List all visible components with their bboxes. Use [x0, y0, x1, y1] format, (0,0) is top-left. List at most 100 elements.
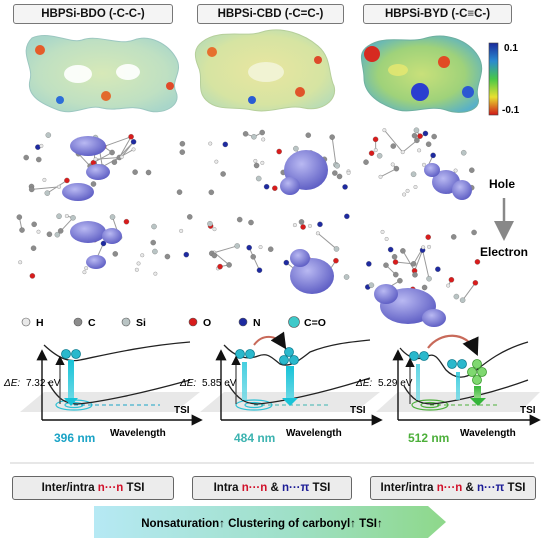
header-byd: HBPSi-BYD (-C≡C-) — [363, 4, 512, 24]
atom — [368, 150, 375, 156]
atom — [109, 214, 116, 220]
legend-label: H — [36, 317, 44, 329]
atom — [176, 189, 183, 195]
legend-label: Si — [136, 317, 146, 329]
footer-suffix: TSI — [123, 482, 145, 494]
esp-scale-max: 0.1 — [504, 43, 518, 54]
atom — [93, 157, 98, 162]
atom — [300, 224, 306, 230]
footer-nn: n···n — [241, 482, 268, 494]
atom — [425, 234, 431, 240]
atom — [151, 223, 157, 230]
atom — [128, 133, 134, 140]
atom — [164, 253, 171, 260]
atom — [246, 244, 252, 251]
atom — [16, 214, 23, 220]
esp-surface-cbd — [194, 29, 336, 112]
atom — [31, 221, 37, 228]
atom — [446, 283, 451, 288]
energy-diagram-cbd — [200, 331, 383, 426]
energy-diagram-byd — [376, 334, 541, 426]
wavelength-axis-bdo: Wavelength — [110, 428, 166, 439]
atom — [150, 239, 156, 246]
atom — [208, 189, 215, 196]
legend-swatch-c — [73, 317, 83, 327]
atom — [267, 246, 274, 252]
bond — [331, 137, 337, 165]
atom — [315, 231, 320, 236]
wavelength-value-byd: 512 nm — [408, 431, 449, 445]
atom — [140, 253, 145, 258]
atom — [261, 137, 266, 142]
footer-prefix: Inter/intra — [380, 482, 437, 494]
atom — [333, 246, 340, 252]
bond — [414, 249, 424, 271]
atom — [112, 251, 119, 257]
atom — [422, 130, 429, 137]
footer-prefix: Inter/intra — [41, 482, 98, 494]
atom — [109, 149, 115, 156]
atom — [366, 261, 372, 267]
legend-swatch-o — [188, 317, 198, 327]
atom — [23, 154, 29, 161]
tsi-axis-cbd: TSI — [350, 405, 366, 416]
atom — [390, 162, 395, 167]
hole-orbital-cbd — [280, 150, 328, 195]
atom — [259, 129, 265, 136]
atom — [448, 277, 455, 283]
atom — [30, 245, 37, 251]
wavelength-value-cbd: 484 nm — [234, 431, 275, 445]
atom — [344, 213, 350, 220]
atom — [460, 149, 467, 156]
atom — [368, 282, 375, 288]
atom — [212, 227, 217, 232]
atom — [383, 262, 389, 268]
footer-npi: n···π — [477, 482, 505, 494]
atom — [220, 171, 226, 177]
atom — [82, 270, 87, 275]
footer-suffix: TSI — [309, 482, 331, 494]
atom — [214, 159, 219, 164]
legend-swatch-h — [21, 317, 31, 327]
atom — [293, 145, 299, 152]
atom — [292, 223, 297, 228]
atom — [119, 154, 124, 159]
bond — [402, 250, 416, 272]
atom — [397, 277, 403, 284]
delta-e-bdo: ΔE: 7.32 eV — [3, 378, 61, 389]
legend-label: O — [203, 317, 211, 329]
tsi-axis-byd: TSI — [520, 405, 536, 416]
header-bdo: HBPSi-BDO (-C-C-) — [13, 4, 173, 24]
atom — [329, 134, 335, 140]
atom — [422, 162, 426, 167]
atom — [263, 183, 270, 190]
atom — [44, 190, 51, 196]
trend-arrow-label: Nonsaturation↑ Clustering of carbonyl↑ T… — [141, 518, 383, 530]
atom — [414, 137, 420, 144]
bond — [102, 157, 120, 168]
atom — [46, 231, 53, 238]
atom — [402, 192, 407, 197]
atom — [453, 293, 460, 300]
atom — [373, 148, 378, 153]
atom — [207, 220, 213, 227]
legend-label: N — [253, 317, 261, 329]
atom — [333, 257, 339, 264]
atom — [410, 171, 417, 178]
legend-swatch-c-o — [288, 316, 300, 328]
atom — [56, 213, 62, 219]
atom — [417, 133, 423, 139]
bond — [462, 282, 476, 301]
atom — [378, 174, 383, 179]
bond — [121, 141, 134, 158]
bond — [31, 186, 60, 190]
atom — [152, 248, 158, 255]
bond — [422, 250, 430, 279]
footer-nn: n···n — [436, 482, 463, 494]
atom — [84, 266, 89, 271]
bond — [103, 136, 132, 148]
atom — [57, 228, 64, 234]
atom — [405, 188, 410, 193]
footer-prefix: Intra — [213, 482, 242, 494]
